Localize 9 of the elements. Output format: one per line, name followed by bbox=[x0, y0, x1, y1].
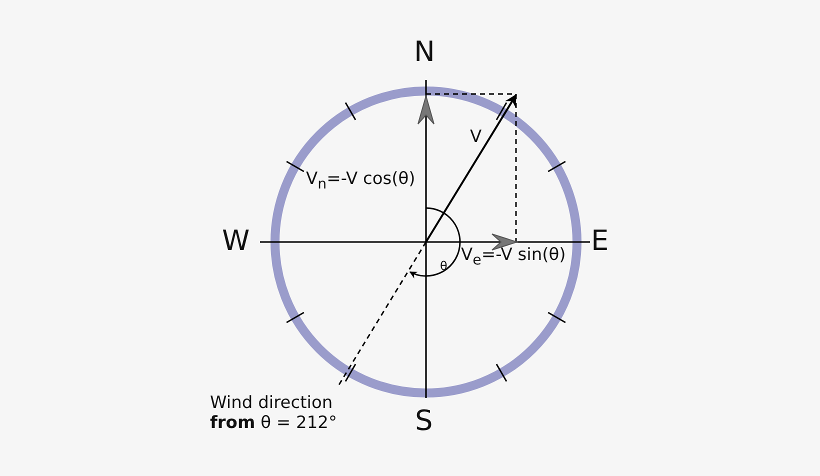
annotation-text: Wind direction from θ = 212° bbox=[210, 394, 338, 434]
formula-label: V$_{e}$=-V sin(θ) bbox=[461, 246, 566, 269]
vector-label: V bbox=[470, 128, 482, 148]
compass-point-label: E bbox=[591, 225, 609, 258]
formula-label: V$_{n}$=-V cos(θ) bbox=[306, 170, 416, 193]
compass-point-label: N bbox=[414, 36, 435, 68]
compass-point-label: S bbox=[415, 405, 433, 438]
angle-label: θ bbox=[440, 260, 448, 274]
compass-point-label: W bbox=[222, 225, 250, 258]
